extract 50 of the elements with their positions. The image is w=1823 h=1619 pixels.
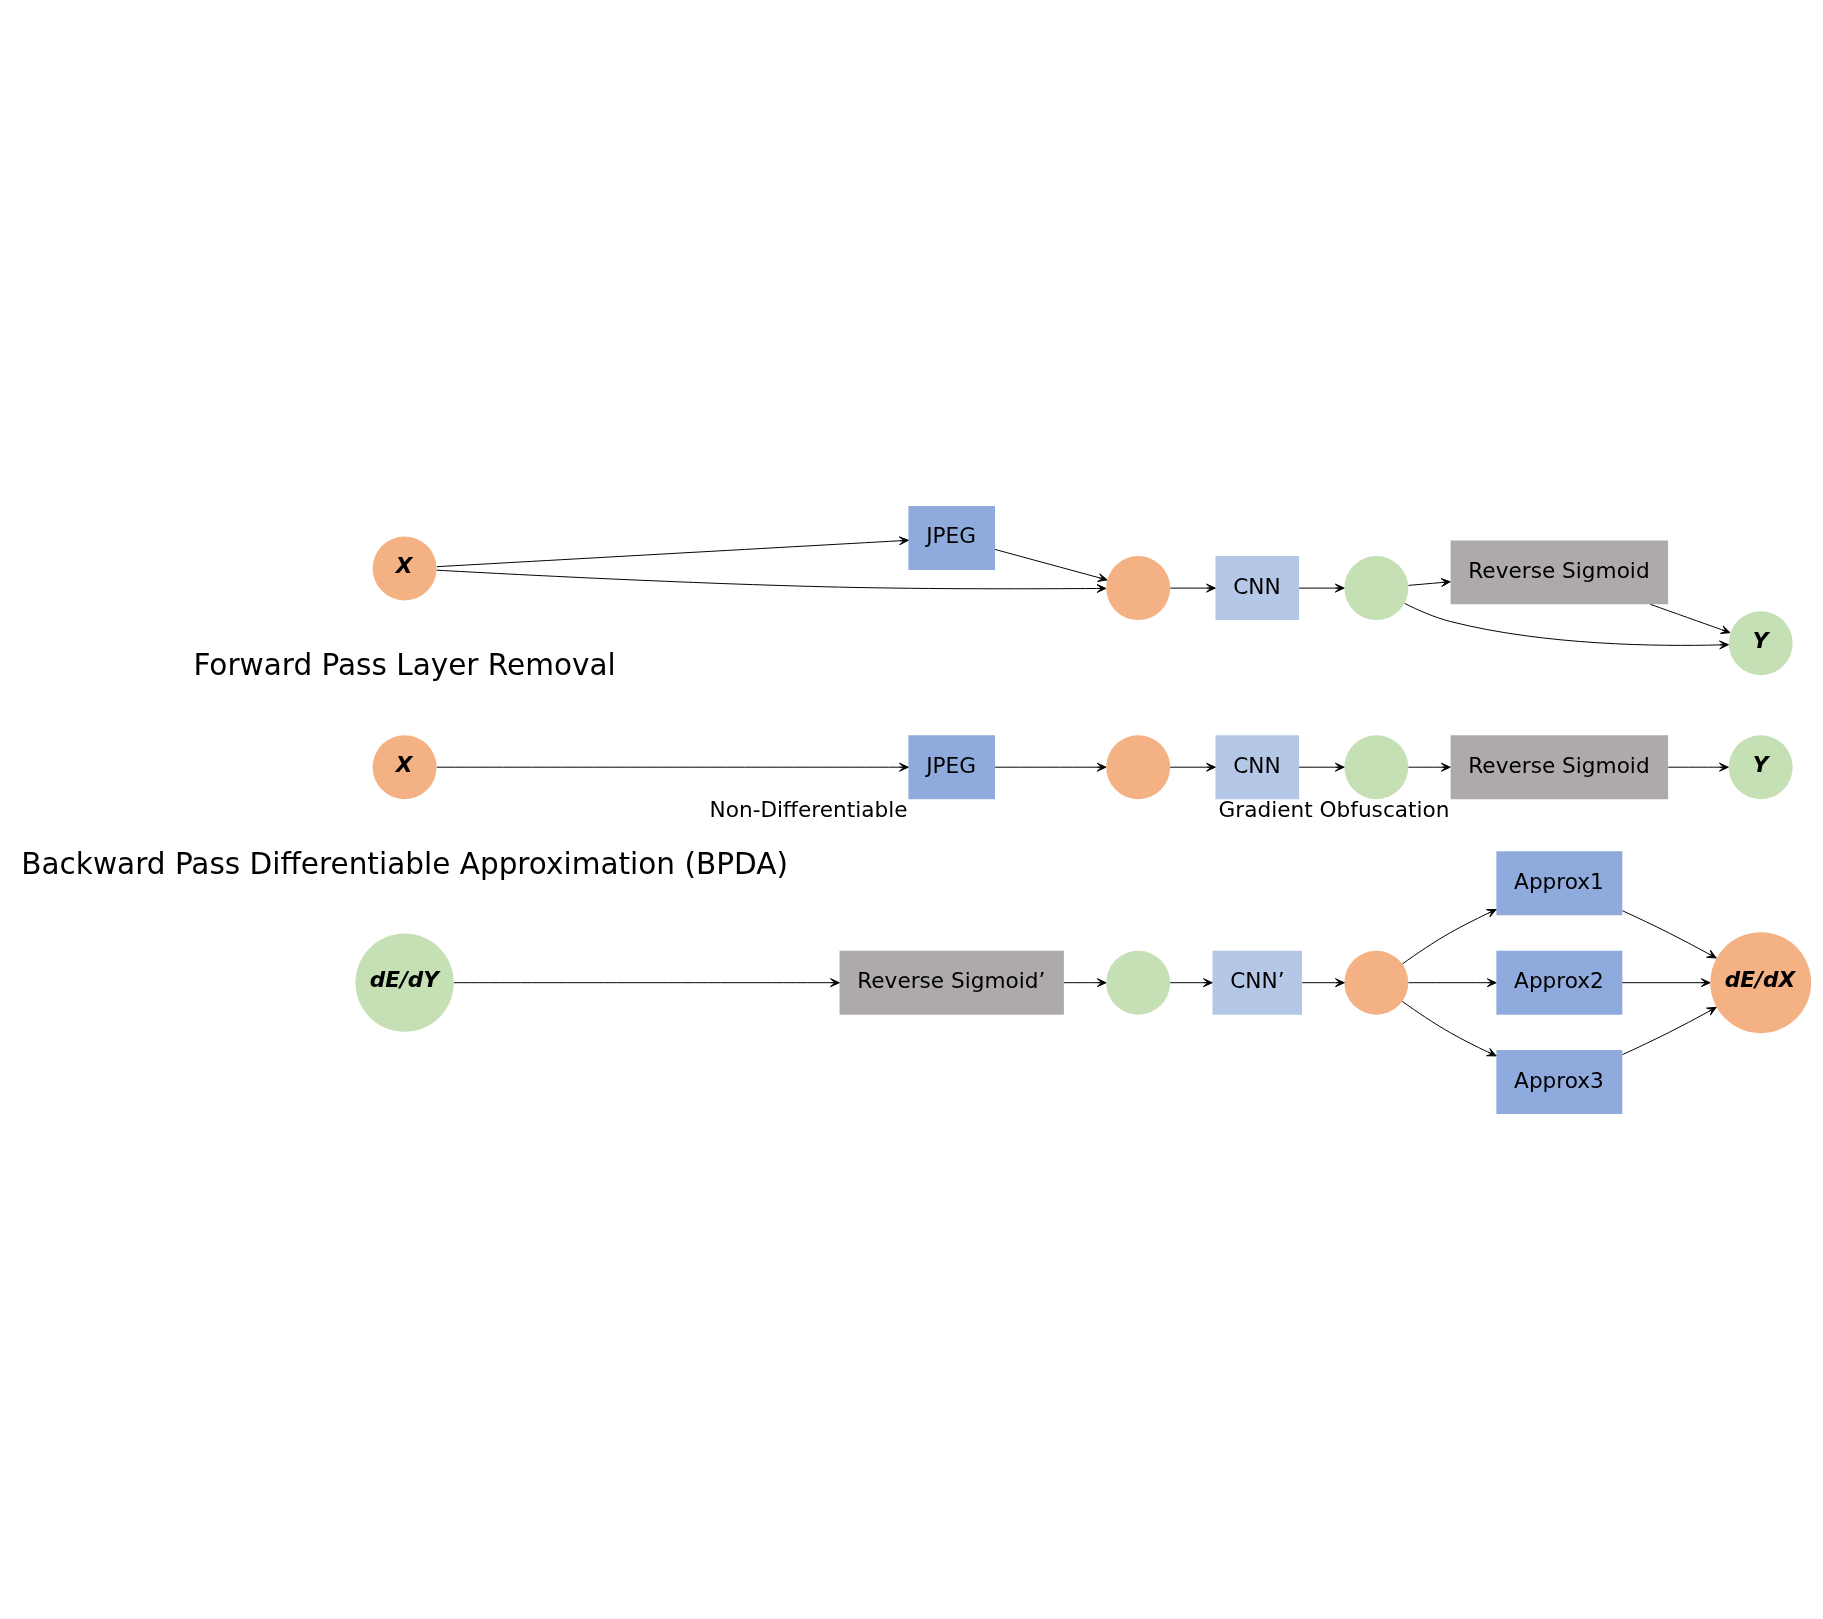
arrow — [1622, 1006, 1717, 1055]
node-circle: Y — [1728, 610, 1793, 675]
node-circle: X — [372, 535, 437, 600]
arrow — [1622, 909, 1717, 959]
arrow — [1169, 583, 1216, 593]
node-box: JPEG — [908, 734, 995, 799]
node-box: Reverse Sigmoid’ — [839, 950, 1064, 1015]
arrow — [1407, 577, 1451, 587]
arrow — [994, 548, 1108, 582]
arrow — [1169, 762, 1216, 772]
node-circle: Y — [1728, 734, 1793, 799]
node-label: Non-Differentiable — [709, 795, 908, 821]
arrow — [1298, 583, 1345, 593]
node-box: Approx1 — [1496, 850, 1623, 915]
node-box: CNN — [1215, 555, 1300, 620]
label: Backward Pass Differentiable Approximation (BPDA) — [21, 846, 788, 881]
node-circle — [1106, 555, 1171, 620]
arrow — [994, 762, 1107, 772]
arrow — [1301, 977, 1345, 987]
node-circle — [1106, 950, 1171, 1015]
node-circle — [1106, 734, 1171, 799]
node-circle: dE/dX — [1710, 931, 1812, 1033]
node-box: Reverse Sigmoid — [1450, 539, 1669, 604]
arrow — [1298, 762, 1345, 772]
arrow — [1621, 977, 1711, 987]
arrow — [1063, 977, 1107, 987]
node-box: JPEG — [908, 505, 995, 570]
arrow — [1401, 1000, 1497, 1056]
arrow — [1404, 602, 1729, 649]
arrow — [1667, 762, 1729, 772]
node-circle — [1344, 555, 1409, 620]
node-circle — [1344, 734, 1409, 799]
node-circle: dE/dY — [355, 933, 454, 1032]
node-box: CNN — [1215, 734, 1300, 799]
node-box: CNN’ — [1212, 950, 1303, 1015]
node-circle: X — [372, 734, 437, 799]
label: Forward Pass Layer Removal — [193, 647, 616, 682]
arrow — [1649, 603, 1731, 634]
arrow — [1407, 762, 1451, 772]
node-circle — [1344, 950, 1409, 1015]
arrow — [1401, 908, 1497, 964]
arrow — [436, 569, 1107, 593]
node-box: Approx3 — [1496, 1049, 1623, 1114]
arrow — [453, 977, 840, 987]
node-box: Approx2 — [1496, 950, 1623, 1015]
arrow — [1169, 977, 1213, 987]
node-box: Reverse Sigmoid — [1450, 734, 1669, 799]
arrow — [1407, 977, 1497, 987]
arrow — [436, 762, 909, 772]
arrow — [436, 535, 909, 567]
